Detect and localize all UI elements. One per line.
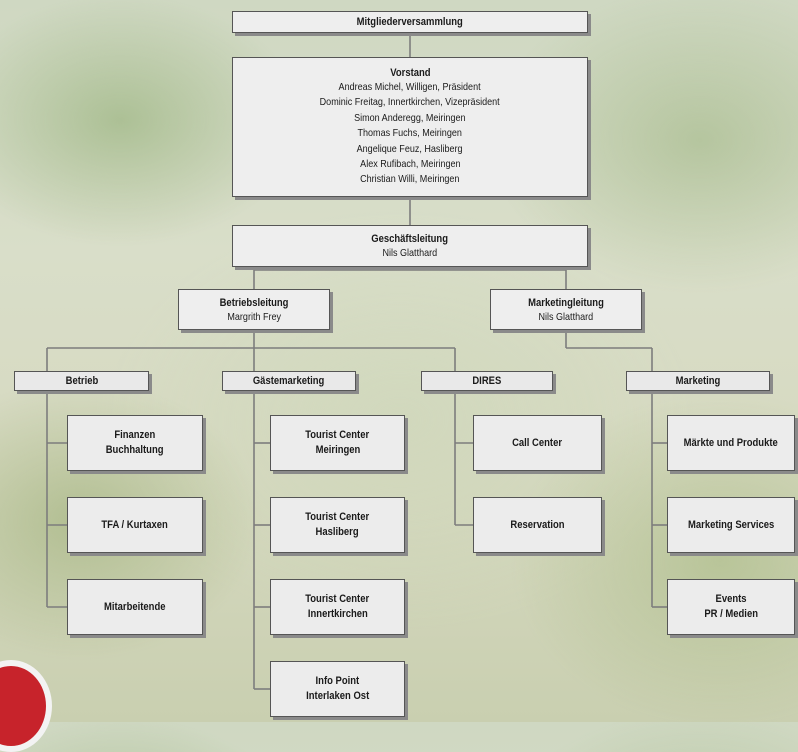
department-dires: DIRES [421, 371, 553, 391]
unit-marketing-services: Marketing Services [667, 497, 795, 553]
board-member: Simon Anderegg, Meiringen [354, 111, 466, 124]
operations-lead-person: Margrith Frey [227, 310, 281, 323]
unit-tourist-center-hasliberg: Tourist Center Hasliberg [270, 497, 405, 553]
board-title: Vorstand [389, 67, 431, 79]
marketing-lead-title: Marketingleitung [528, 296, 604, 309]
board-member: Andreas Michel, Willigen, Präsident [338, 81, 482, 93]
unit-info-point-interlaken-ost: Info Point Interlaken Ost [270, 661, 405, 717]
department-gaestemarketing-label: Gästemarketing [253, 375, 325, 387]
assembly-box: Mitgliederversammlung [232, 11, 588, 33]
department-betrieb-label: Betrieb [65, 375, 98, 387]
assembly-title: Mitgliederversammlung [356, 16, 464, 28]
unit-maerkte-und-produkte: Märkte und Produkte [667, 415, 795, 471]
department-betrieb: Betrieb [14, 371, 149, 391]
board-box: Vorstand Andreas Michel, Willigen, Präsi… [232, 57, 588, 197]
management-box: Geschäftsleitung Nils Glatthard [232, 225, 588, 267]
department-marketing: Marketing [626, 371, 770, 391]
department-gaestemarketing: Gästemarketing [222, 371, 356, 391]
unit-finanzen-buchhaltung: Finanzen Buchhaltung [67, 415, 203, 471]
unit-tourist-center-innertkirchen: Tourist Center Innertkirchen [270, 579, 405, 635]
unit-mitarbeitende: Mitarbeitende [67, 579, 203, 635]
unit-reservation: Reservation [473, 497, 602, 553]
org-connectors [46, 33, 667, 690]
department-marketing-label: Marketing [675, 375, 721, 387]
board-member: Christian Willi, Meiringen [360, 173, 460, 186]
board-member: Dominic Freitag, Innertkirchen, Vizepräs… [319, 96, 501, 109]
unit-call-center: Call Center [473, 415, 602, 471]
unit-events-pr-medien: Events PR / Medien [667, 579, 795, 635]
operations-lead-box: Betriebsleitung Margrith Frey [178, 289, 330, 330]
management-title: Geschäftsleitung [371, 233, 449, 245]
board-member: Angelique Feuz, Hasliberg [357, 142, 463, 155]
board-member: Thomas Fuchs, Meiringen [357, 127, 463, 140]
marketing-lead-box: Marketingleitung Nils Glatthard [490, 289, 642, 330]
operations-lead-title: Betriebsleitung [219, 296, 289, 309]
board-member: Alex Rufibach, Meiringen [359, 158, 461, 171]
marketing-lead-person: Nils Glatthard [538, 310, 594, 323]
department-dires-label: DIRES [472, 375, 502, 387]
unit-tfa-kurtaxen: TFA / Kurtaxen [67, 497, 203, 553]
unit-tourist-center-meiringen: Tourist Center Meiringen [270, 415, 405, 471]
management-person: Nils Glatthard [382, 247, 438, 259]
